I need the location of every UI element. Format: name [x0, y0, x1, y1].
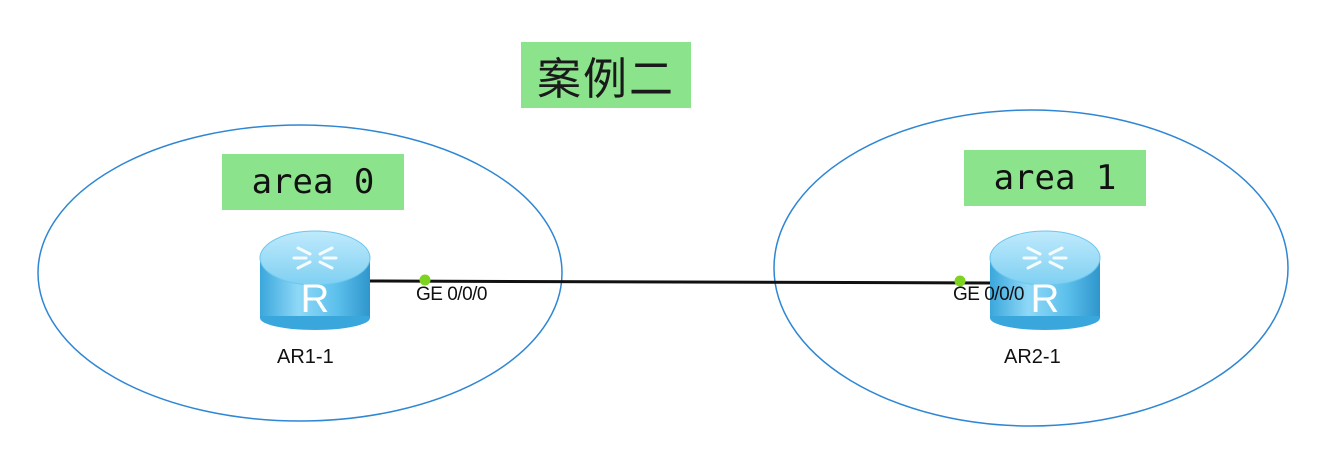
router-icon: R [259, 230, 371, 330]
link-ar1-ar2 [367, 279, 993, 285]
router-letter: R [1031, 277, 1060, 321]
port-dot-ar1[interactable] [419, 274, 431, 286]
area-1-label: area 1 [964, 150, 1146, 206]
port-dot-ar2[interactable] [954, 275, 966, 287]
ar1-name-label: AR1-1 [277, 346, 334, 368]
area-0-boundary [37, 124, 563, 422]
router-ar1-1[interactable]: R [259, 230, 371, 330]
ar2-name-label: AR2-1 [1004, 346, 1061, 368]
area-1-boundary [773, 109, 1289, 427]
router-icon: R [989, 230, 1101, 330]
router-ar2-1[interactable]: R [989, 230, 1101, 330]
ar2-port-label: GE 0/0/0 [953, 284, 1025, 305]
area-0-label: area 0 [222, 154, 404, 210]
router-letter: R [301, 277, 330, 321]
diagram-title: 案例二 [521, 42, 691, 108]
ar1-port-label: GE 0/0/0 [416, 284, 488, 305]
